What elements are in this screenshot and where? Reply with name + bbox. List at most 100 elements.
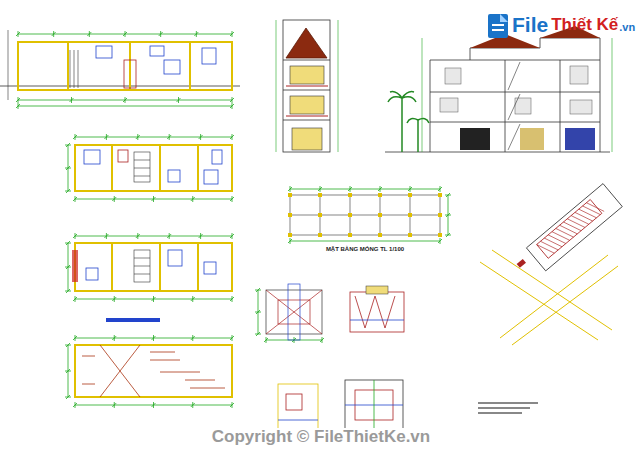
dimension-line bbox=[232, 196, 233, 202]
dimension-line bbox=[230, 104, 234, 108]
dimension-line bbox=[575, 207, 593, 226]
dimension-line bbox=[73, 135, 77, 139]
dimension-line bbox=[65, 291, 71, 292]
dimension-line bbox=[563, 217, 581, 236]
dimension-line bbox=[232, 31, 233, 37]
dimension-line bbox=[112, 403, 116, 407]
column-mark bbox=[438, 193, 442, 197]
dimension-line bbox=[256, 332, 260, 336]
dimension-line bbox=[73, 403, 77, 407]
dimension-line bbox=[445, 195, 451, 196]
dimension-line bbox=[445, 235, 451, 236]
dimension-line bbox=[65, 397, 71, 398]
column-mark bbox=[348, 193, 352, 197]
dimension-line bbox=[89, 31, 90, 37]
column-mark bbox=[318, 213, 322, 217]
dimension-line bbox=[167, 234, 171, 238]
dimension-line bbox=[583, 201, 601, 220]
logo-text: File bbox=[512, 13, 548, 36]
column-mark bbox=[348, 213, 352, 217]
dimension-line bbox=[104, 135, 108, 139]
dimension-line bbox=[446, 233, 450, 237]
column-mark bbox=[408, 213, 412, 217]
dimension-line bbox=[230, 32, 234, 36]
dimension-line bbox=[230, 98, 234, 102]
dimension-line bbox=[65, 168, 71, 169]
dimension-line bbox=[232, 233, 233, 239]
dimension-line bbox=[160, 31, 161, 37]
dimension-line bbox=[199, 234, 203, 238]
dimension-line bbox=[230, 403, 234, 407]
dimension-line bbox=[112, 336, 116, 340]
dimension-line bbox=[75, 233, 76, 239]
column-mark bbox=[288, 213, 292, 217]
dimension-line bbox=[66, 241, 70, 245]
dimension-line bbox=[112, 297, 116, 301]
dimension-line bbox=[18, 106, 232, 107]
column-mark bbox=[378, 233, 382, 237]
dimension-line bbox=[191, 197, 195, 201]
dimension-line bbox=[16, 32, 20, 36]
dimension-line bbox=[66, 143, 70, 147]
dimension-line bbox=[191, 403, 195, 407]
dimension-line bbox=[264, 338, 268, 342]
dimension-line bbox=[194, 32, 198, 36]
column-mark bbox=[288, 193, 292, 197]
dimension-line bbox=[230, 297, 234, 301]
dimension-line bbox=[232, 296, 233, 302]
dimension-line bbox=[579, 204, 597, 223]
dimension-line bbox=[438, 187, 442, 191]
dimension-line bbox=[159, 32, 163, 36]
dimension-line bbox=[255, 290, 261, 291]
dimension-line bbox=[52, 32, 56, 36]
dimension-line bbox=[152, 336, 156, 340]
dimension-line bbox=[75, 137, 232, 138]
dimension-line bbox=[125, 31, 126, 37]
dimension-line bbox=[322, 337, 323, 343]
dimension-line bbox=[446, 193, 450, 197]
dimension-line bbox=[290, 186, 291, 192]
dimension-line bbox=[548, 230, 566, 249]
dimension-line bbox=[290, 238, 291, 244]
dimension-line bbox=[440, 186, 441, 192]
dimension-line bbox=[560, 220, 578, 239]
dimension-line bbox=[75, 296, 76, 302]
dimension-line bbox=[230, 234, 234, 238]
dimension-line bbox=[66, 343, 70, 347]
dimension-line bbox=[75, 196, 76, 202]
dimension-line bbox=[408, 187, 412, 191]
dimension-line bbox=[153, 296, 154, 302]
dimension-line bbox=[169, 134, 170, 140]
dimension-line bbox=[191, 297, 195, 301]
dimension-line bbox=[53, 31, 54, 37]
dimension-line bbox=[544, 233, 562, 252]
column-mark bbox=[378, 213, 382, 217]
column-mark bbox=[438, 213, 442, 217]
dimension-line bbox=[256, 288, 260, 292]
column-mark bbox=[348, 233, 352, 237]
dimension-line bbox=[152, 297, 156, 301]
dimension-line bbox=[123, 98, 127, 102]
dimension-line bbox=[114, 335, 115, 341]
dimension-line bbox=[16, 104, 20, 108]
dimension-line bbox=[232, 103, 233, 109]
logo-text: Thiết Kế bbox=[551, 16, 618, 35]
column-mark bbox=[378, 193, 382, 197]
dimension-line bbox=[65, 267, 71, 268]
column-mark bbox=[408, 233, 412, 237]
logo-text: .vn bbox=[619, 21, 635, 33]
dimension-line bbox=[65, 145, 71, 146]
dimension-line bbox=[65, 243, 71, 244]
dimension-line bbox=[16, 98, 20, 102]
dimension-line bbox=[230, 197, 234, 201]
dimension-line bbox=[153, 196, 154, 202]
dimension-line bbox=[320, 186, 321, 192]
dimension-line bbox=[196, 31, 197, 37]
dimension-line bbox=[87, 32, 91, 36]
dimension-line bbox=[65, 345, 71, 346]
dimension-line bbox=[137, 233, 138, 239]
dimension-line bbox=[106, 233, 107, 239]
dimension-line bbox=[192, 335, 193, 341]
dimension-line bbox=[192, 296, 193, 302]
